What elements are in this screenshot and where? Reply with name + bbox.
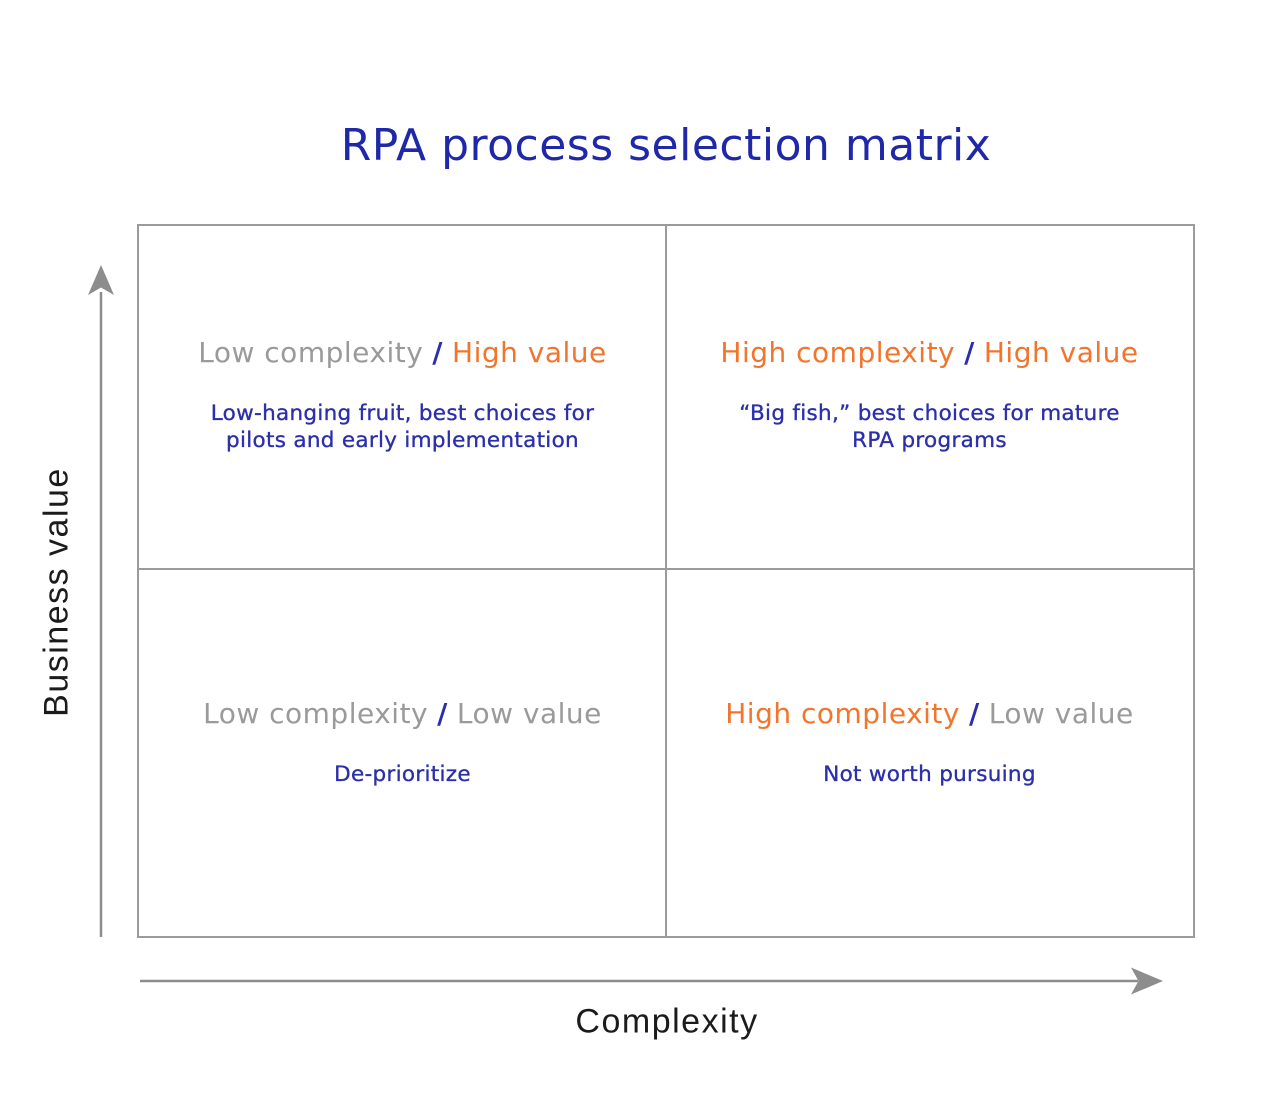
quadrant-high-complexity-high-value: High complexity/High value “Big fish,” b…: [666, 226, 1193, 568]
quadrant-heading: High complexity/High value: [666, 336, 1193, 370]
description-line: pilots and early implementation: [226, 428, 579, 453]
heading-slash: /: [968, 697, 980, 730]
quadrant-description: De-prioritize: [139, 761, 666, 788]
description-line: Low-hanging fruit, best choices for: [210, 401, 595, 426]
x-axis-arrow-icon: [140, 967, 1163, 995]
heading-slash: /: [437, 697, 448, 730]
quadrant-heading: Low complexity/High value: [139, 336, 666, 370]
description-line: “Big fish,” best choices for mature: [739, 401, 1120, 426]
heading-slash: /: [432, 336, 444, 369]
heading-complexity-label: High complexity: [720, 336, 956, 369]
horizontal-divider-line: [139, 568, 1193, 570]
heading-slash: /: [964, 336, 975, 369]
quadrant-low-complexity-high-value: Low complexity/High value Low-hanging fr…: [139, 226, 666, 568]
description-line: RPA programs: [852, 428, 1007, 453]
heading-value-label: High value: [452, 336, 607, 369]
quadrant-low-complexity-low-value: Low complexity/Low value De-prioritize: [139, 570, 666, 936]
quadrant-grid: Low complexity/High value Low-hanging fr…: [137, 224, 1195, 938]
y-axis-arrow-icon: [88, 265, 114, 937]
quadrant-high-complexity-low-value: High complexity/Low value Not worth purs…: [666, 570, 1193, 936]
page-title: RPA process selection matrix: [340, 120, 992, 171]
description-line: De-prioritize: [334, 762, 471, 787]
heading-complexity-label: Low complexity: [203, 697, 429, 730]
heading-value-label: Low value: [456, 697, 602, 730]
quadrant-heading: High complexity/Low value: [666, 697, 1193, 731]
heading-value-label: Low value: [988, 697, 1134, 730]
heading-complexity-label: High complexity: [725, 697, 960, 730]
heading-complexity-label: Low complexity: [198, 336, 424, 369]
heading-value-label: High value: [983, 336, 1139, 369]
description-line: Not worth pursuing: [823, 762, 1036, 787]
x-axis-label: Complexity: [575, 1002, 759, 1041]
y-axis-label: Business value: [37, 467, 76, 717]
quadrant-description: “Big fish,” best choices for mature RPA …: [666, 400, 1193, 454]
vertical-divider-line: [665, 226, 667, 936]
quadrant-description: Low-hanging fruit, best choices for pilo…: [139, 400, 666, 454]
quadrant-description: Not worth pursuing: [666, 761, 1193, 788]
quadrant-heading: Low complexity/Low value: [139, 697, 666, 731]
